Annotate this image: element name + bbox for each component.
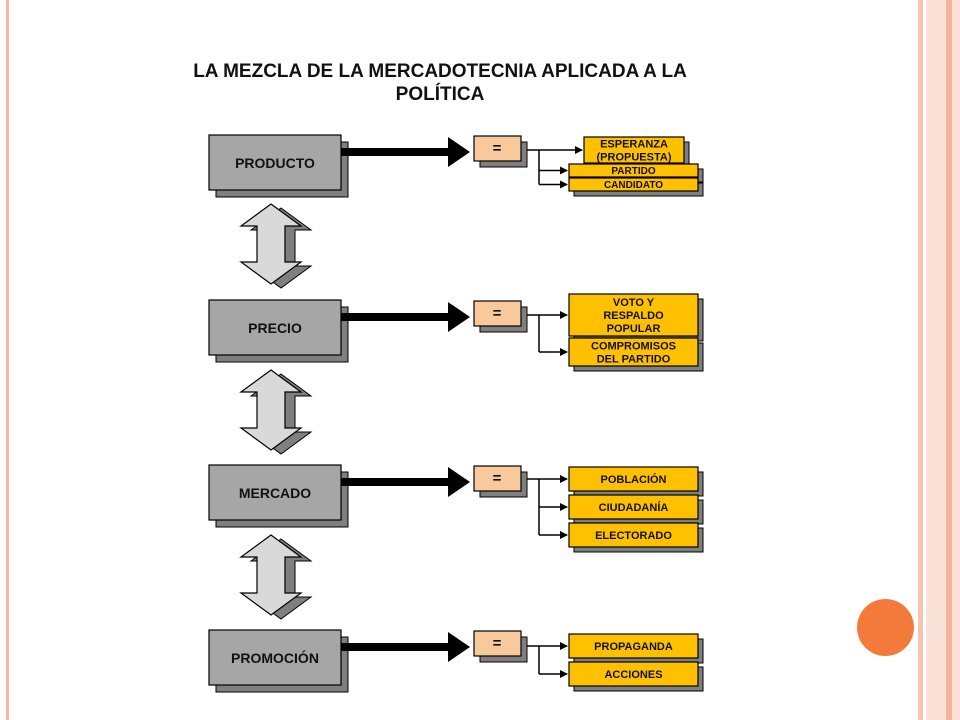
slide-border-right-stripe <box>946 0 952 720</box>
label-precio: PRECIO <box>248 320 302 336</box>
box-promocion <box>208 629 342 686</box>
item-text-precio-0-0: VOTO Y <box>613 297 655 309</box>
item-text-mercado-2-0: ELECTORADO <box>595 530 672 542</box>
box-producto <box>208 134 342 191</box>
item-box-mercado-1 <box>568 494 699 520</box>
arrow-promocion <box>341 632 470 662</box>
diagram-title: LA MEZCLA DE LA MERCADOTECNIA APLICADA A… <box>193 61 687 105</box>
item-box-promocion-1 <box>568 661 699 687</box>
equals-box-promocion <box>473 630 522 657</box>
item-box-mercado-2 <box>568 522 699 548</box>
slide-border-right-band <box>926 0 960 720</box>
item-box-precio-1 <box>568 337 699 367</box>
double-arrow-mercado-promocion <box>239 534 303 616</box>
double-arrow-producto-precio <box>239 203 303 285</box>
item-text-producto-0-0: ESPERANZA <box>600 138 668 150</box>
equals-box-precio <box>473 300 522 327</box>
label-mercado: MERCADO <box>239 485 311 501</box>
equals-sign-promocion: = <box>493 635 502 652</box>
label-producto: PRODUCTO <box>235 155 315 171</box>
box-mercado <box>208 464 342 521</box>
item-text-promocion-0-0: PROPAGANDA <box>594 641 673 653</box>
item-box-promocion-0 <box>568 633 699 659</box>
arrow-producto <box>341 137 470 167</box>
item-text-precio-1-1: DEL PARTIDO <box>597 353 671 365</box>
item-text-producto-1-0: PARTIDO <box>611 166 655 177</box>
item-text-producto-2-0: CANDIDATO <box>604 180 663 191</box>
item-box-precio-0 <box>568 293 699 337</box>
arrow-precio <box>341 302 470 332</box>
equals-box-mercado <box>473 465 522 492</box>
label-promocion: PROMOCIÓN <box>231 649 319 666</box>
item-text-precio-0-2: POPULAR <box>607 323 661 335</box>
item-text-precio-0-1: RESPALDO <box>603 310 664 322</box>
decorative-circle <box>857 599 914 656</box>
item-box-producto-1 <box>568 163 699 178</box>
equals-sign-mercado: = <box>493 470 502 487</box>
equals-sign-producto: = <box>493 140 502 157</box>
item-text-mercado-1-0: CIUDADANÍA <box>599 501 669 514</box>
item-text-precio-1-0: COMPROMISOS <box>591 340 676 352</box>
item-text-promocion-1-0: ACCIONES <box>604 669 662 681</box>
slide-border-right <box>918 0 923 720</box>
equals-sign-precio: = <box>493 305 502 322</box>
item-text-mercado-0-0: POBLACIÓN <box>601 473 667 486</box>
item-box-producto-0 <box>583 136 685 164</box>
item-box-producto-2 <box>568 177 699 192</box>
slide-border-left <box>6 0 9 720</box>
equals-box-producto <box>473 135 522 162</box>
box-precio <box>208 299 342 356</box>
arrow-mercado <box>341 467 470 497</box>
double-arrow-precio-mercado <box>239 369 303 451</box>
item-box-mercado-0 <box>568 466 699 492</box>
item-text-producto-0-1: (PROPUESTA) <box>597 151 672 163</box>
